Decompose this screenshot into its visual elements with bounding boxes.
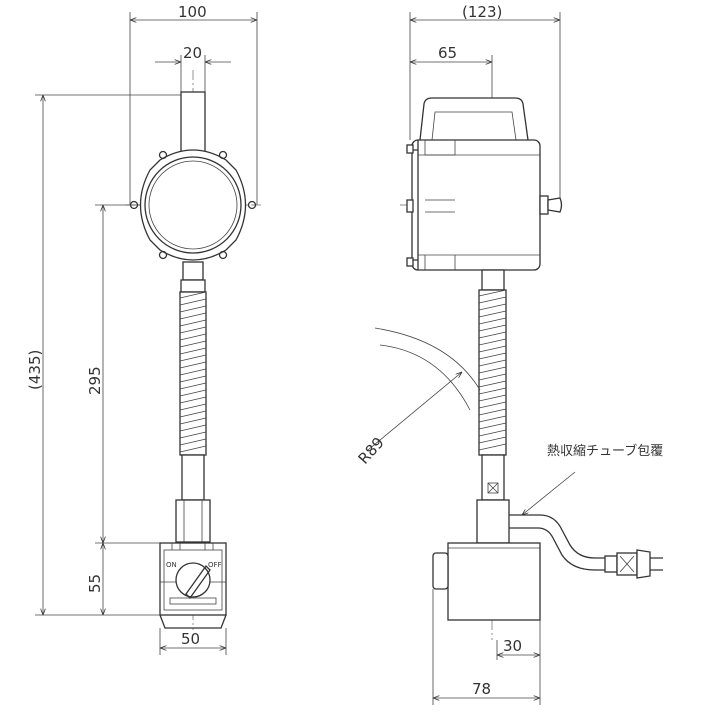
switch-off-label: OFF	[208, 561, 222, 569]
side-dimensions: (123) 65 30 78	[409, 3, 561, 705]
flexible-arm	[179, 291, 207, 456]
lamp-housing	[411, 139, 541, 271]
base-knob	[432, 552, 449, 590]
magnet-base: ON OFF	[159, 542, 227, 629]
handle	[419, 97, 529, 141]
switch-on-label: ON	[166, 561, 177, 569]
lamp-head	[129, 149, 257, 261]
dim-base-width: 50	[181, 630, 200, 648]
side-magnet-base	[447, 542, 541, 621]
heat-shrink-note: 熱収縮チューブ包覆	[547, 443, 663, 459]
dim-width: 100	[178, 3, 207, 21]
cable	[509, 514, 615, 559]
dim-base-height: 55	[86, 574, 104, 593]
toggle-switch	[547, 197, 563, 213]
dim-bend-radius: R89	[355, 434, 388, 468]
dim-cable-offset: 30	[503, 637, 522, 655]
side-view: R89 熱収縮チューブ包覆 (123) 65 30 78	[355, 3, 663, 705]
front-dimensions: 100 20 (435) 295 55 50	[26, 3, 258, 655]
front-view: ON OFF 100 20 (435) 295 55	[26, 3, 262, 655]
dim-base-depth: 78	[472, 680, 491, 698]
dim-pole-diameter: 20	[183, 44, 202, 62]
dim-depth: (123)	[462, 3, 502, 21]
pole-top	[180, 91, 206, 153]
dim-arm-length: 295	[86, 366, 104, 395]
side-flexible-arm	[478, 289, 507, 456]
plug	[604, 549, 663, 579]
dim-housing-depth: 65	[438, 44, 457, 62]
dim-total-height: (435)	[26, 350, 44, 390]
